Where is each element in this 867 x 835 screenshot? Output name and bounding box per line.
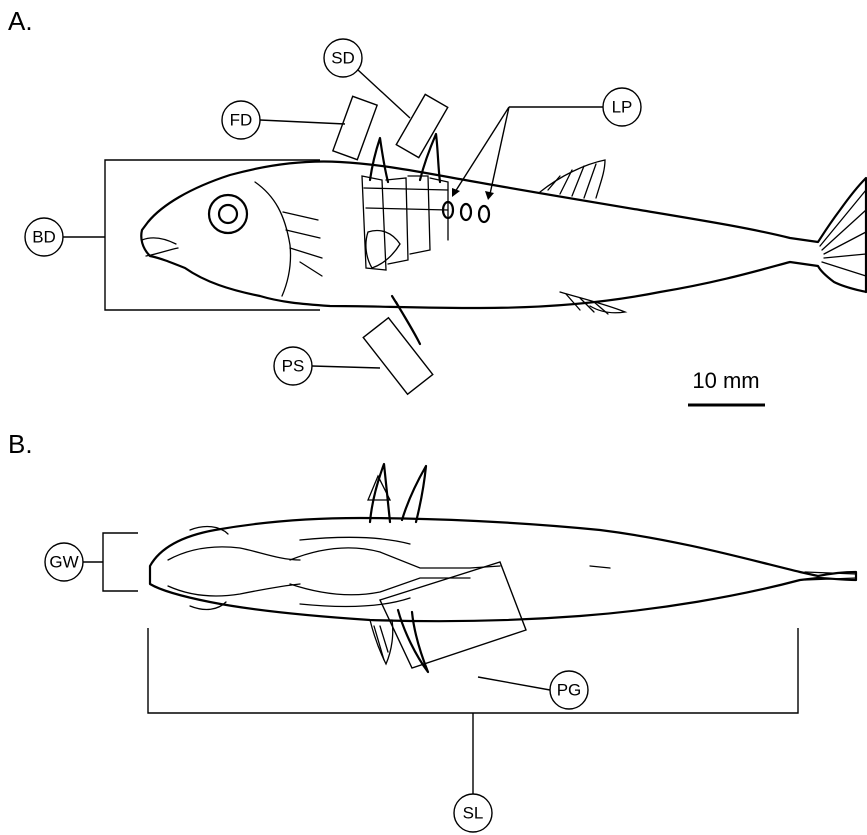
gw-label: GW (49, 553, 78, 572)
ps-label: PS (282, 357, 305, 376)
panel-a-label: A. (8, 6, 33, 36)
fd-label: FD (230, 111, 253, 130)
lp-label: LP (612, 98, 633, 117)
scale-bar: 10 mm (688, 368, 765, 405)
panel-b-label: B. (8, 429, 33, 459)
sd-callout: SD (324, 39, 448, 158)
fish-lateral-view (141, 134, 866, 344)
scale-bar-label: 10 mm (692, 368, 759, 393)
fd-callout: FD (222, 96, 377, 159)
pg-callout: PG (380, 562, 588, 709)
gw-callout: GW (45, 533, 138, 591)
pg-label: PG (557, 681, 582, 700)
sl-callout: SL (148, 628, 798, 832)
bd-label: BD (32, 228, 56, 247)
sl-label: SL (463, 804, 484, 823)
ps-callout: PS (274, 318, 433, 394)
bd-callout: BD (25, 160, 320, 310)
sd-label: SD (331, 49, 355, 68)
